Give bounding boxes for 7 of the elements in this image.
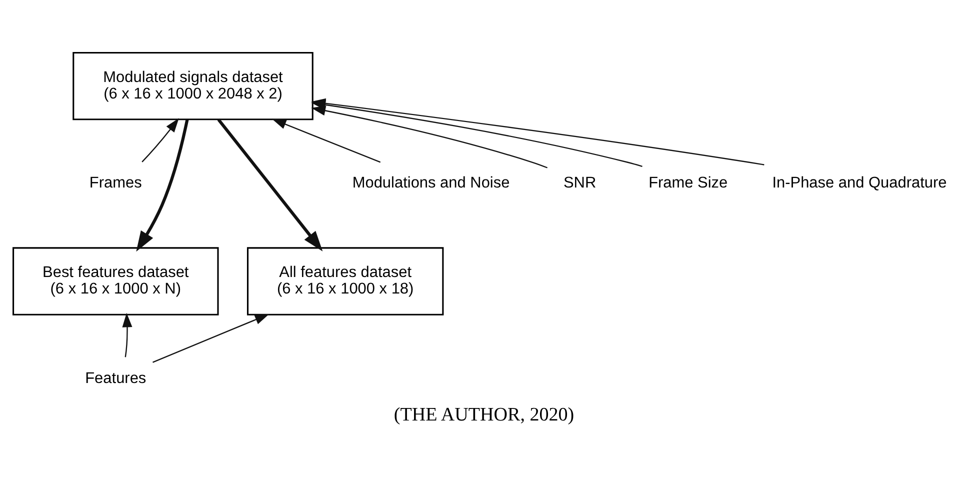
node-text: Features xyxy=(85,370,146,387)
caption: (THE AUTHOR, 2020) xyxy=(394,404,574,426)
node-text: In-Phase and Quadrature xyxy=(772,174,947,192)
node-text: Frame Size xyxy=(648,174,728,192)
node-text: SNR xyxy=(563,174,596,192)
node-text: Frames xyxy=(89,174,142,192)
node-text: Modulations and Noise xyxy=(352,174,510,192)
